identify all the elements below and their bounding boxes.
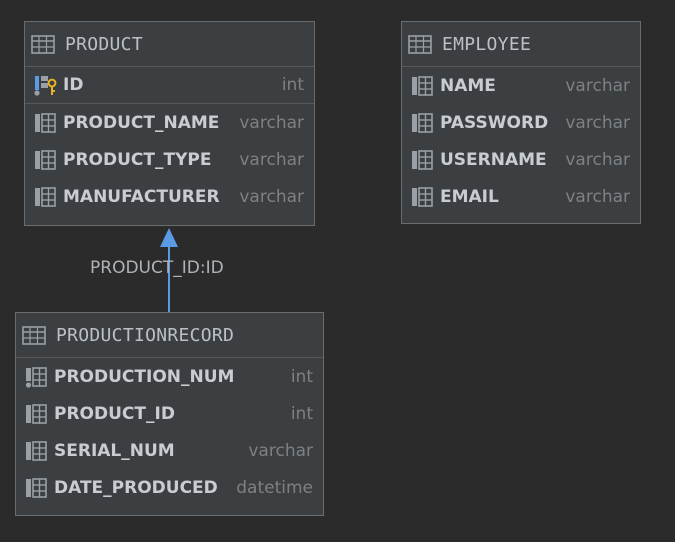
column-row[interactable]: NAME varchar xyxy=(402,67,640,104)
table-employee[interactable]: EMPLOYEE NAME varchar PASSWORD varchar xyxy=(401,21,641,224)
column-icon xyxy=(412,75,433,96)
column-type: varchar xyxy=(239,149,304,170)
column-icon xyxy=(412,112,433,133)
column-name: MANUFACTURER xyxy=(63,186,220,207)
column-type: int xyxy=(290,366,313,387)
table-title: PRODUCTIONRECORD xyxy=(56,324,235,346)
primary-key-icon xyxy=(34,76,57,96)
table-icon xyxy=(22,326,46,345)
table-header: PRODUCT xyxy=(25,22,314,67)
column-icon xyxy=(35,149,56,170)
column-row[interactable]: SERIAL_NUM varchar xyxy=(16,432,323,469)
table-title: PRODUCT xyxy=(65,33,143,55)
column-type: datetime xyxy=(236,477,313,498)
column-name: DATE_PRODUCED xyxy=(54,477,218,498)
column-name: PRODUCTION_NUM xyxy=(54,366,235,387)
column-icon xyxy=(35,112,56,133)
column-row[interactable]: PRODUCT_ID int xyxy=(16,395,323,432)
column-type: varchar xyxy=(248,440,313,461)
column-row[interactable]: MANUFACTURER varchar xyxy=(25,178,314,215)
column-icon xyxy=(412,186,433,207)
column-name: NAME xyxy=(440,75,496,96)
column-row[interactable]: ID int xyxy=(25,67,314,104)
column-row[interactable]: PRODUCT_NAME varchar xyxy=(25,104,314,141)
table-product[interactable]: PRODUCT ID int PRODUCT_NAME varchar xyxy=(24,21,315,226)
table-icon xyxy=(31,35,55,54)
column-name: PRODUCT_NAME xyxy=(63,112,220,133)
column-type: varchar xyxy=(565,75,630,96)
column-type: varchar xyxy=(565,186,630,207)
column-icon xyxy=(26,477,47,498)
arrow-head-icon xyxy=(160,228,178,247)
relation-label: PRODUCT_ID:ID xyxy=(90,258,224,278)
column-icon xyxy=(412,149,433,170)
column-type: varchar xyxy=(239,112,304,133)
column-icon xyxy=(35,186,56,207)
table-header: EMPLOYEE xyxy=(402,22,640,67)
column-row[interactable]: PRODUCTION_NUM int xyxy=(16,358,323,395)
column-type: varchar xyxy=(565,149,630,170)
column-type: varchar xyxy=(239,186,304,207)
column-icon xyxy=(26,403,47,424)
column-name: PASSWORD xyxy=(440,112,549,133)
column-name: EMAIL xyxy=(440,186,499,207)
not-null-column-icon xyxy=(25,366,47,388)
column-name: SERIAL_NUM xyxy=(54,440,175,461)
table-icon xyxy=(408,35,432,54)
column-icon xyxy=(26,440,47,461)
table-productionrecord[interactable]: PRODUCTIONRECORD PRODUCTION_NUM int PROD… xyxy=(15,312,324,516)
column-row[interactable]: USERNAME varchar xyxy=(402,141,640,178)
column-name: USERNAME xyxy=(440,149,547,170)
column-name: PRODUCT_ID xyxy=(54,403,175,424)
table-title: EMPLOYEE xyxy=(442,33,532,55)
column-row[interactable]: DATE_PRODUCED datetime xyxy=(16,469,323,506)
column-type: int xyxy=(281,75,304,95)
column-row[interactable]: EMAIL varchar xyxy=(402,178,640,215)
column-type: varchar xyxy=(565,112,630,133)
column-row[interactable]: PRODUCT_TYPE varchar xyxy=(25,141,314,178)
column-type: int xyxy=(290,403,313,424)
column-name: ID xyxy=(63,75,84,95)
column-name: PRODUCT_TYPE xyxy=(63,149,212,170)
table-header: PRODUCTIONRECORD xyxy=(16,313,323,358)
column-row[interactable]: PASSWORD varchar xyxy=(402,104,640,141)
